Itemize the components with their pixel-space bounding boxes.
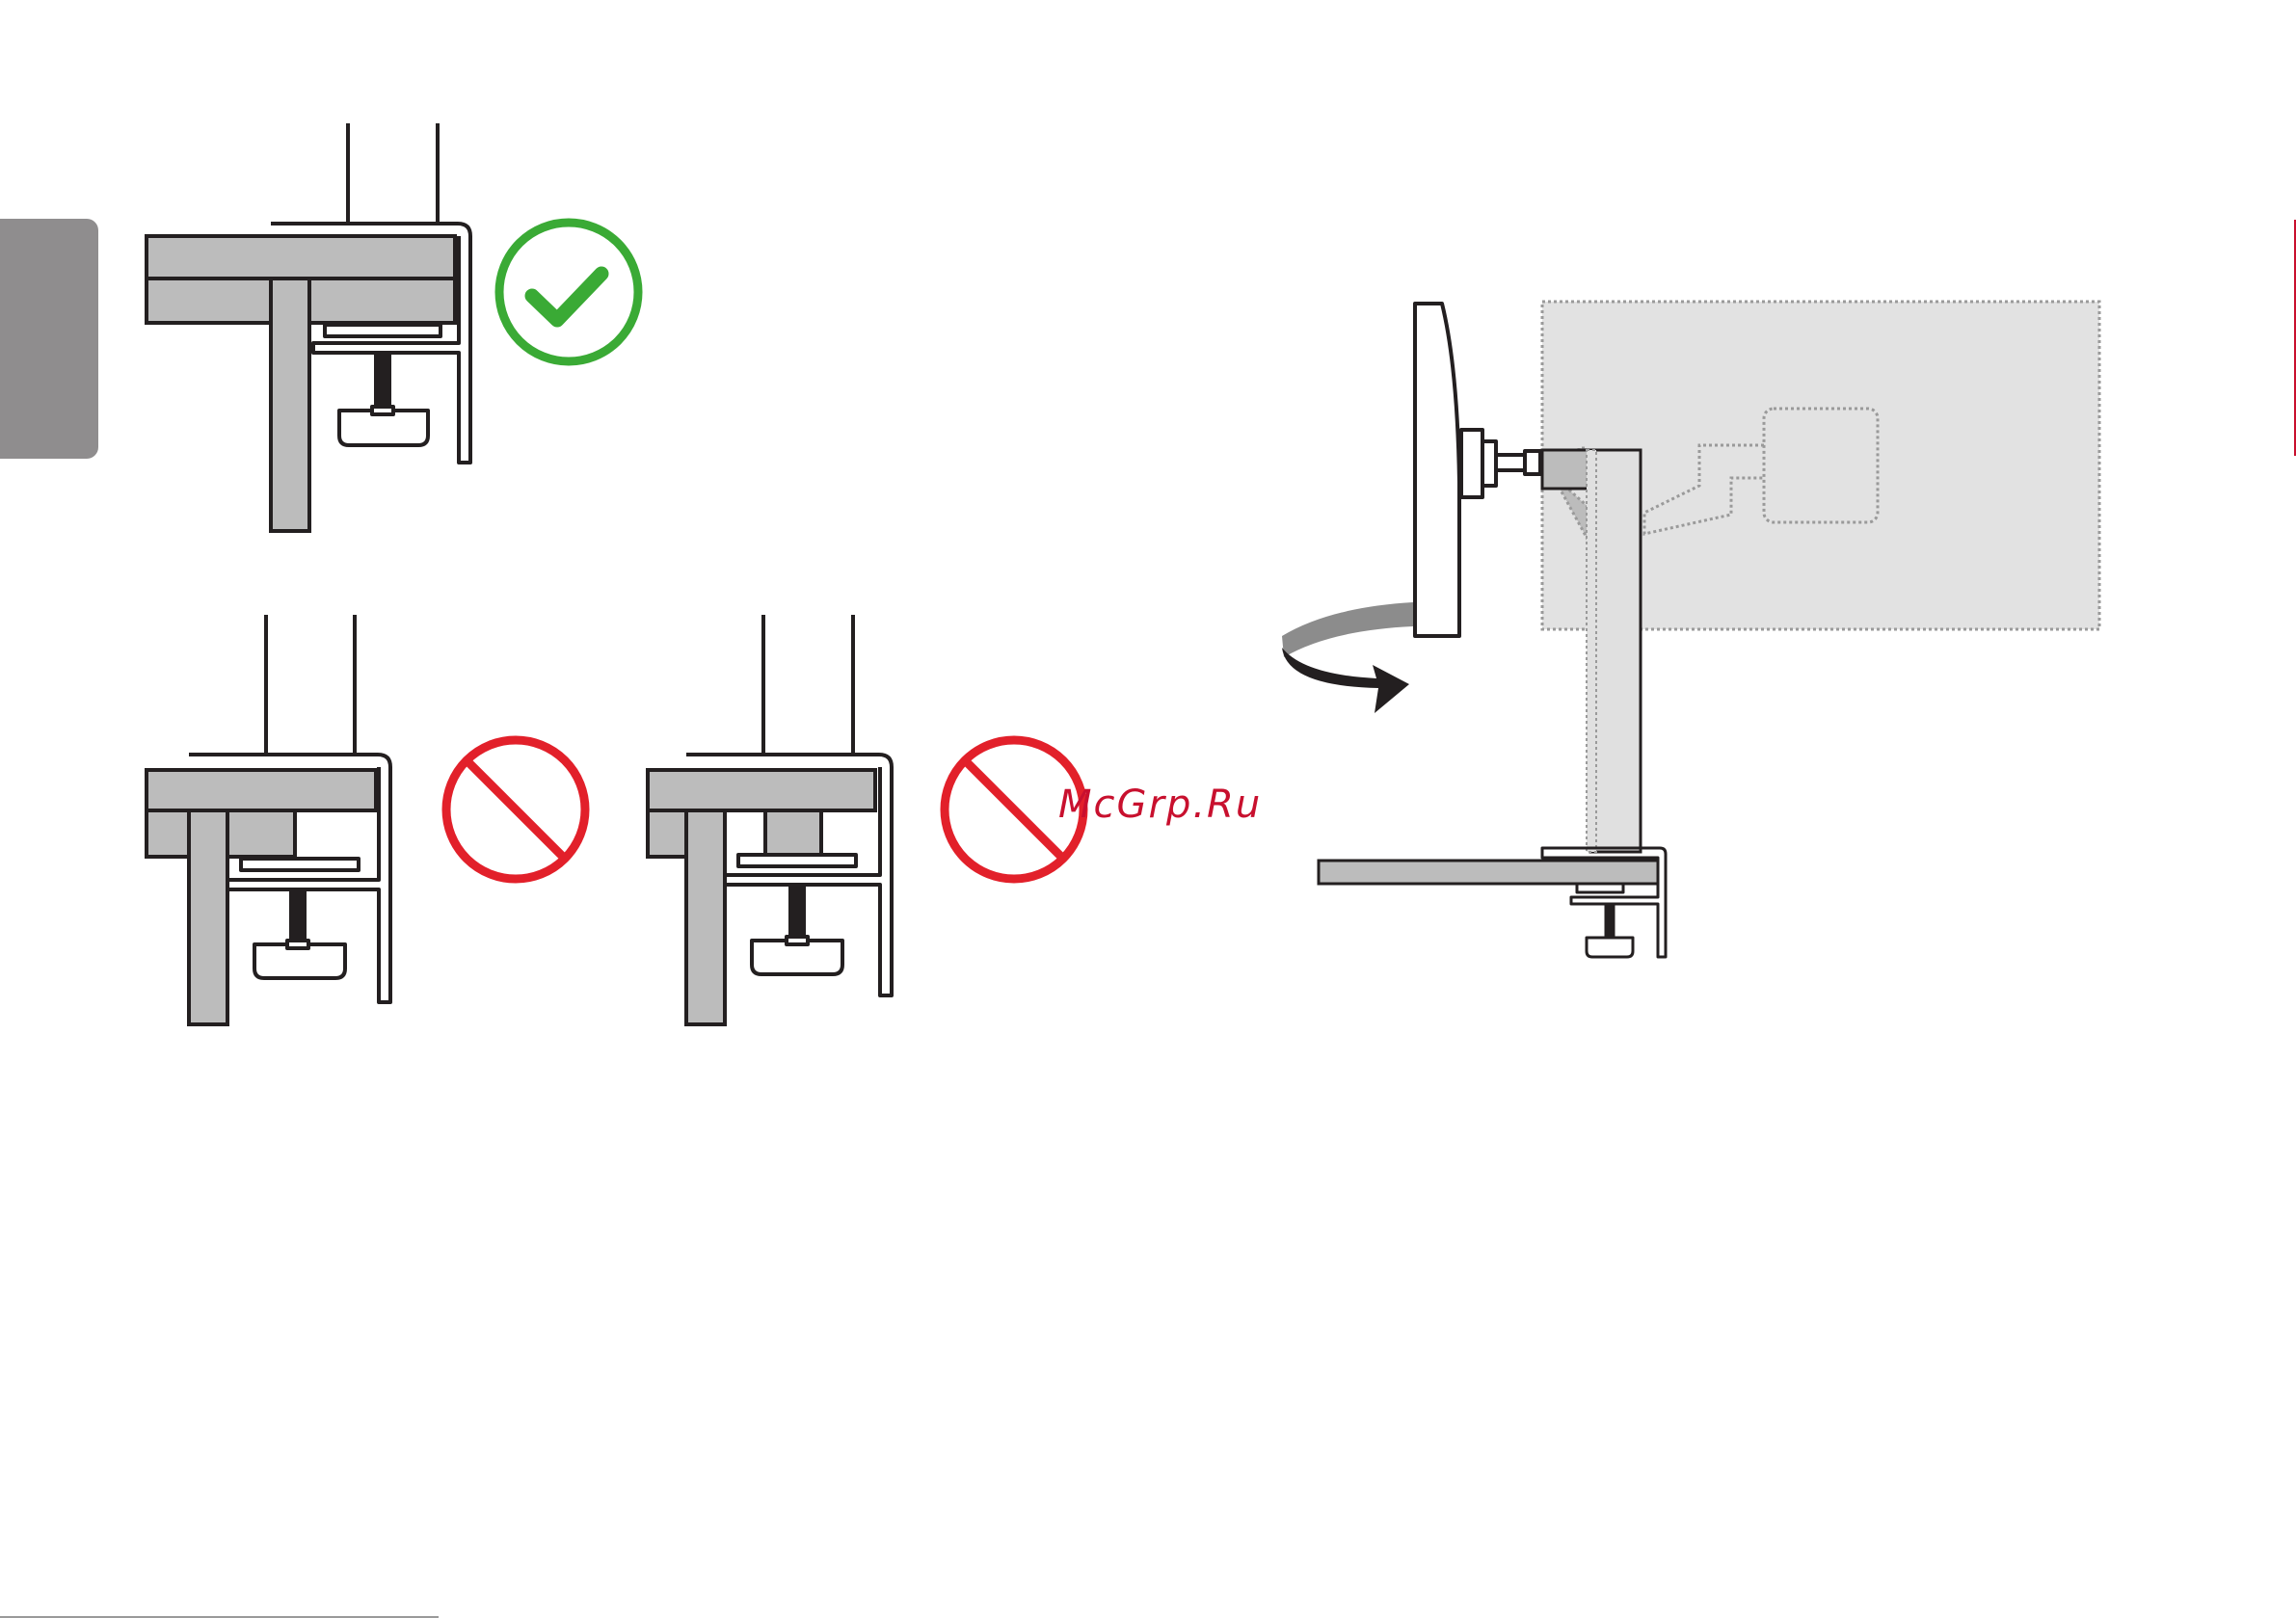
monitor-swivel-figure	[1253, 289, 2121, 964]
desk-surface	[147, 770, 376, 1024]
stand-pole	[348, 123, 438, 225]
prohibited-circle-icon	[446, 740, 585, 879]
monitor-side-view	[1415, 304, 1540, 636]
section-side-tab	[0, 219, 98, 459]
stand-pole	[763, 615, 853, 755]
check-circle-icon	[499, 223, 638, 361]
stand-pole	[266, 615, 355, 755]
clamp-correct-figure	[145, 120, 646, 535]
watermark: McGrp.Ru	[1058, 782, 1262, 827]
desk-surface	[147, 236, 455, 531]
stand-pole	[1587, 450, 1641, 852]
rotate-arrow-icon	[1282, 602, 1413, 713]
clamp-incorrect-2-figure	[644, 612, 1097, 1026]
desk-surface	[648, 770, 875, 1024]
clamp-incorrect-1-figure	[145, 612, 607, 1026]
desk-surface	[1319, 861, 1658, 884]
